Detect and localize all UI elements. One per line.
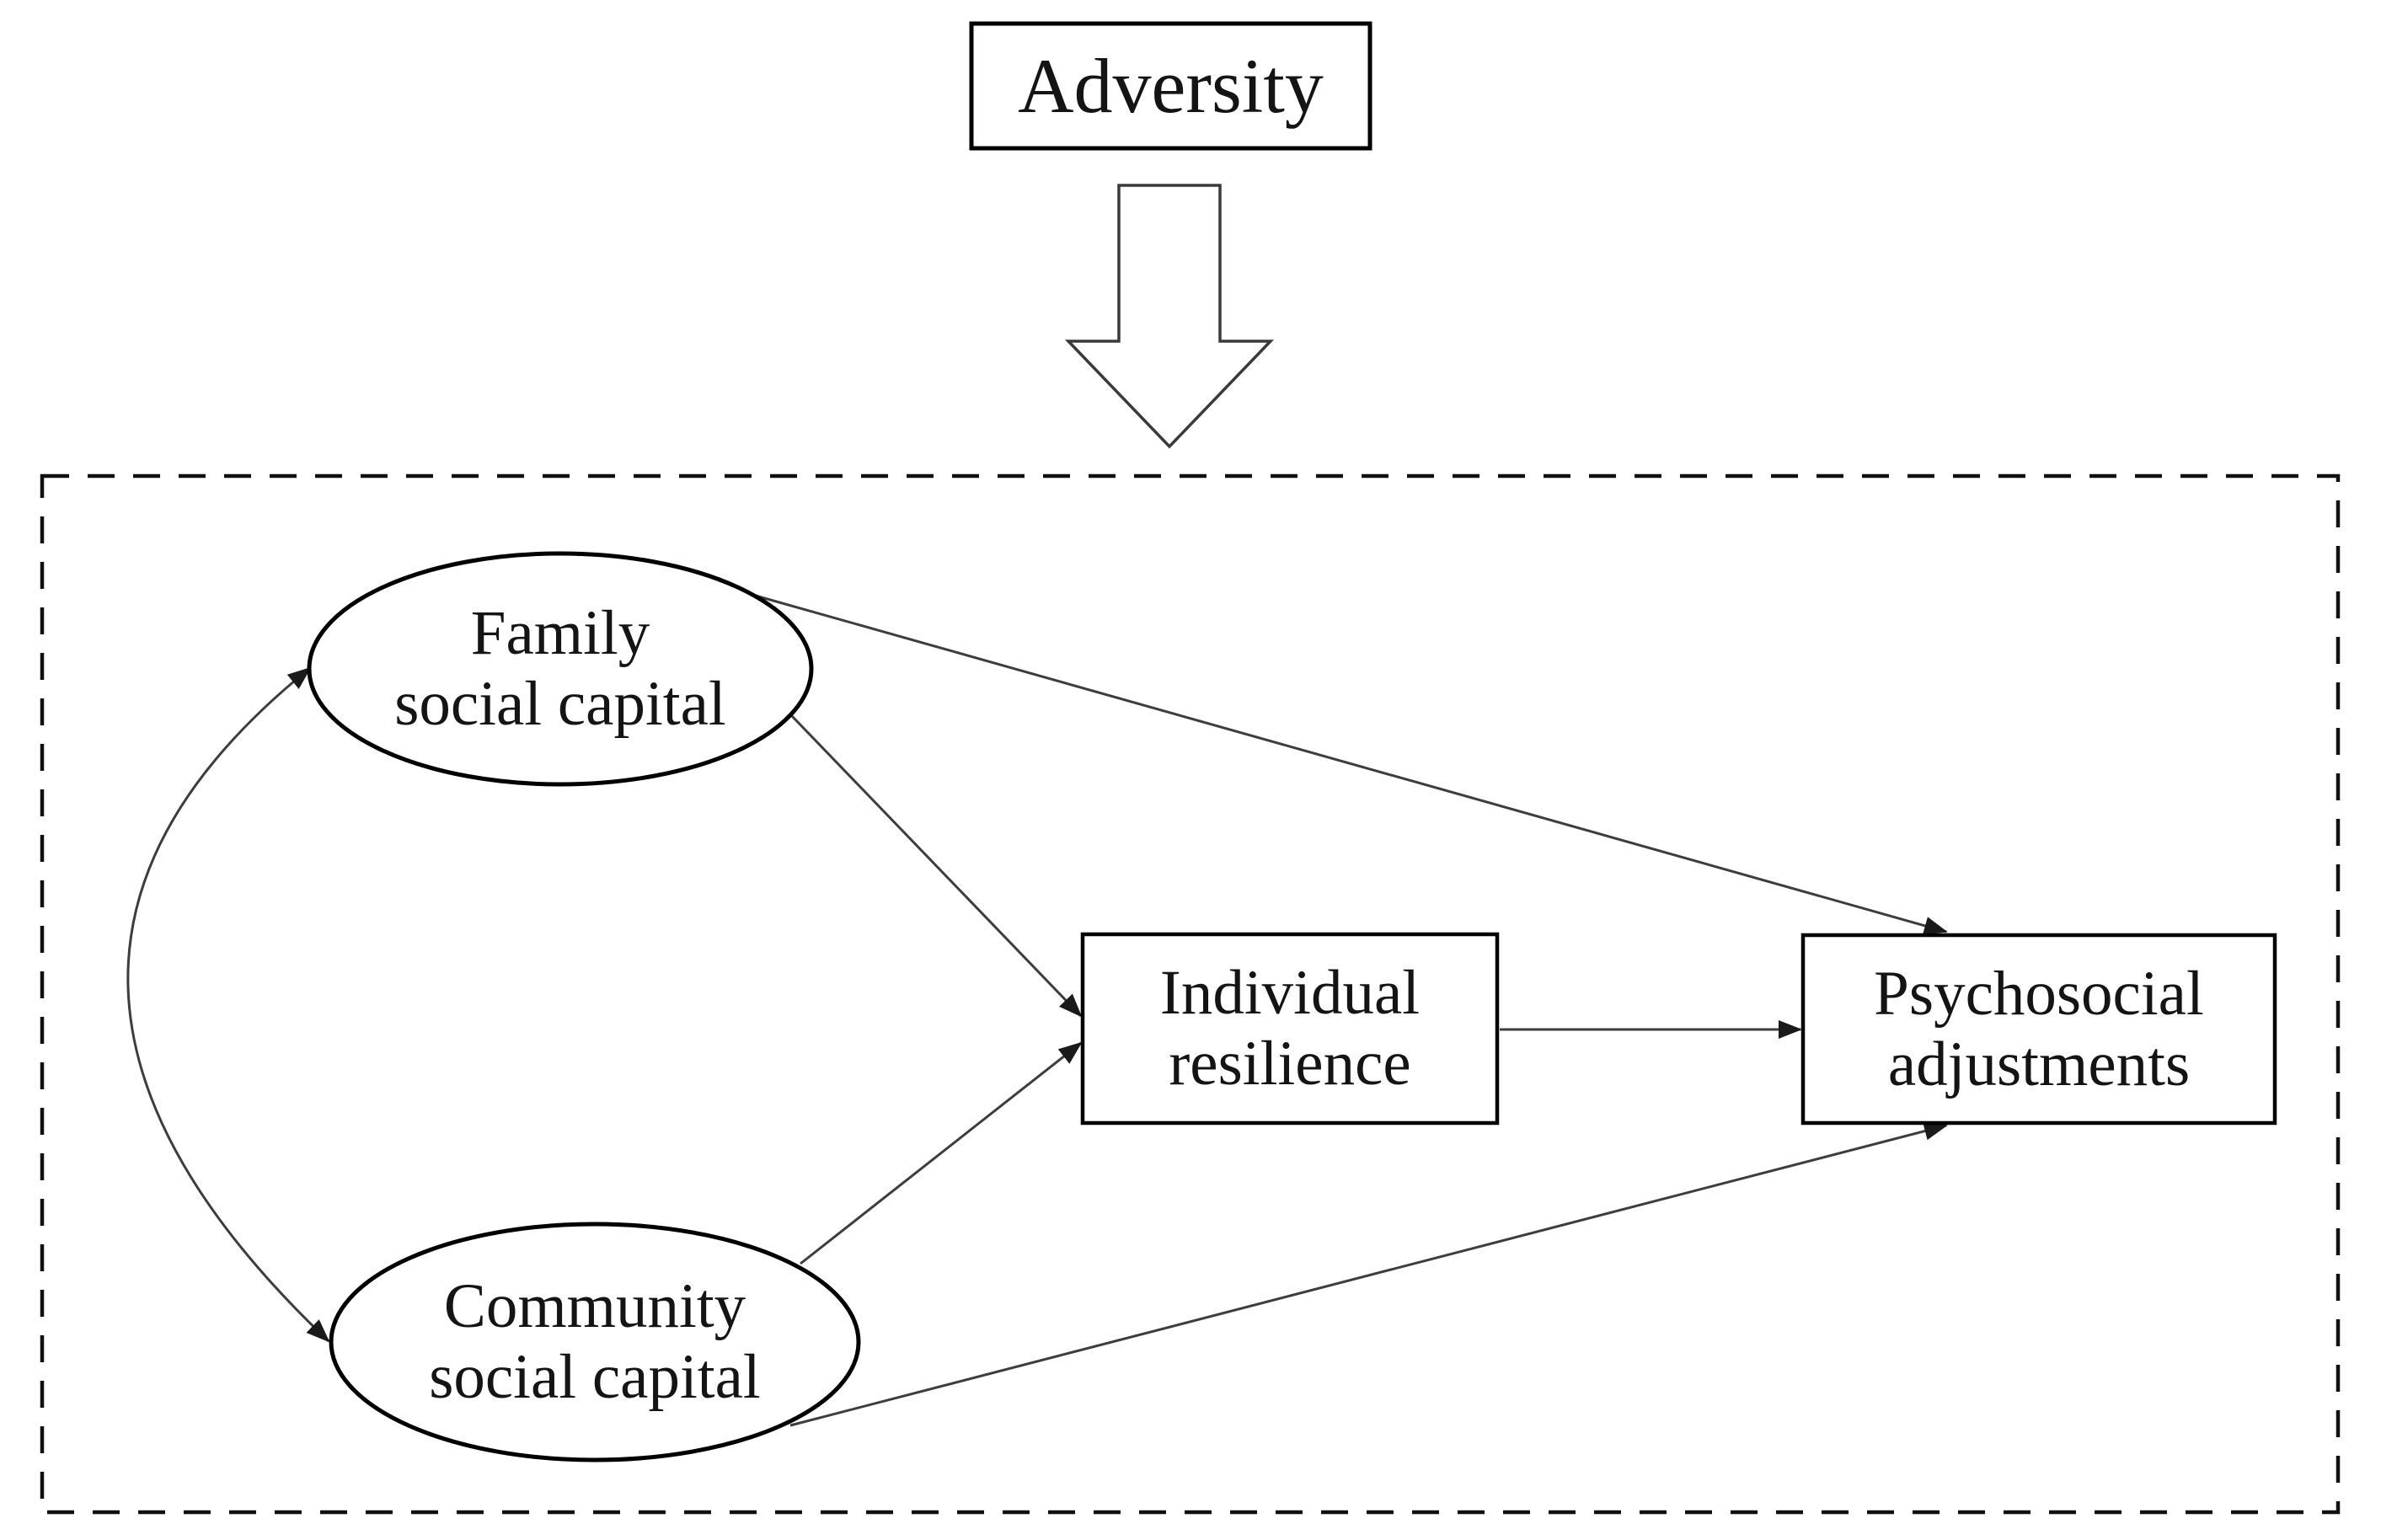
node-community-ellipse [329,1222,861,1462]
node-adversity-box [969,21,1372,151]
edge-family-community-curved-double-arrow [126,666,330,1343]
node-psychosocial-box [1800,933,2277,1126]
edge-family-to-individual [790,714,1083,1018]
edge-community-to-psychosocial [789,1121,1948,1427]
node-individual-box [1080,932,1500,1126]
edge-community-to-individual [800,1041,1083,1265]
adversity-down-arrow [1064,184,1275,449]
edge-family-to-psychosocial [752,593,1948,935]
system-boundary-dashed-box [40,473,2341,1515]
node-family-ellipse [307,551,814,787]
